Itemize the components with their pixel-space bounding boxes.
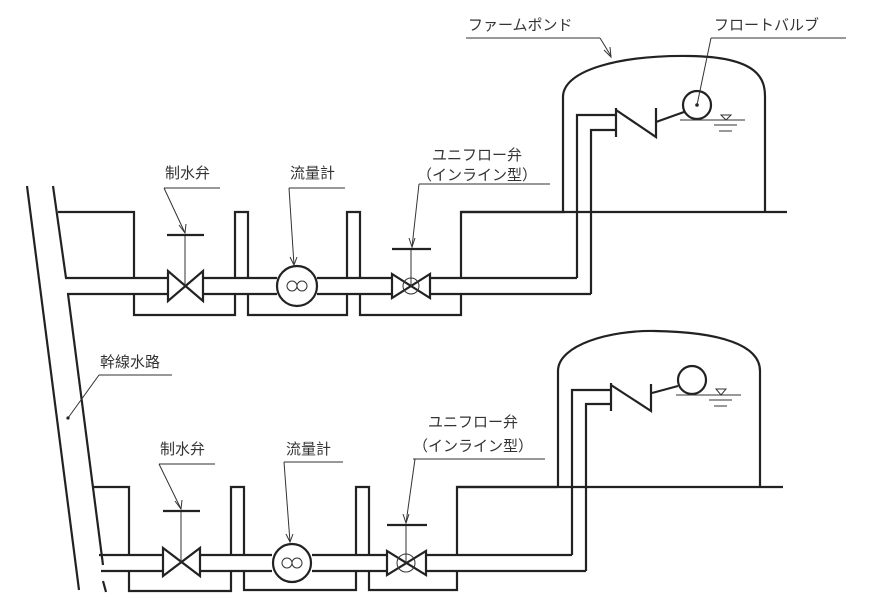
flow-meter-symbol xyxy=(275,264,319,308)
label-flow-meter-upper: 流量計 xyxy=(290,164,335,182)
farm-pond-lower xyxy=(457,329,783,489)
label-uniflow-valve-lower-1: ユニフロー弁 xyxy=(428,413,518,431)
label-uniflow-valve-upper-1: ユニフロー弁 xyxy=(432,146,522,164)
label-control-valve-lower: 制水弁 xyxy=(160,440,205,458)
uniflow-valve-symbol-lower xyxy=(385,523,428,577)
control-valve-symbol-lower xyxy=(161,509,202,579)
lower-system: 制水弁 流量計 ユニフロー弁 （インライン型） 幹線水路 xyxy=(66,329,783,593)
uniflow-valve-symbol xyxy=(390,247,432,300)
control-valve-symbol xyxy=(166,233,205,304)
label-float-valve: フロートバルブ xyxy=(714,16,819,34)
upper-system: 制水弁 流量計 ユニフロー弁 （インライン型） ファームポンド フロートバルブ xyxy=(58,16,846,317)
label-flow-meter-lower: 流量計 xyxy=(286,440,331,458)
flow-meter-symbol-lower xyxy=(271,542,313,584)
label-control-valve-upper: 制水弁 xyxy=(165,164,210,182)
label-uniflow-valve-upper-2: （インライン型） xyxy=(417,166,537,184)
label-uniflow-valve-lower-2: （インライン型） xyxy=(413,437,533,455)
label-farm-pond: ファームポンド xyxy=(468,16,573,34)
trunk-canal xyxy=(25,185,108,593)
label-trunk-canal: 幹線水路 xyxy=(100,353,160,371)
farm-pond xyxy=(461,54,787,214)
